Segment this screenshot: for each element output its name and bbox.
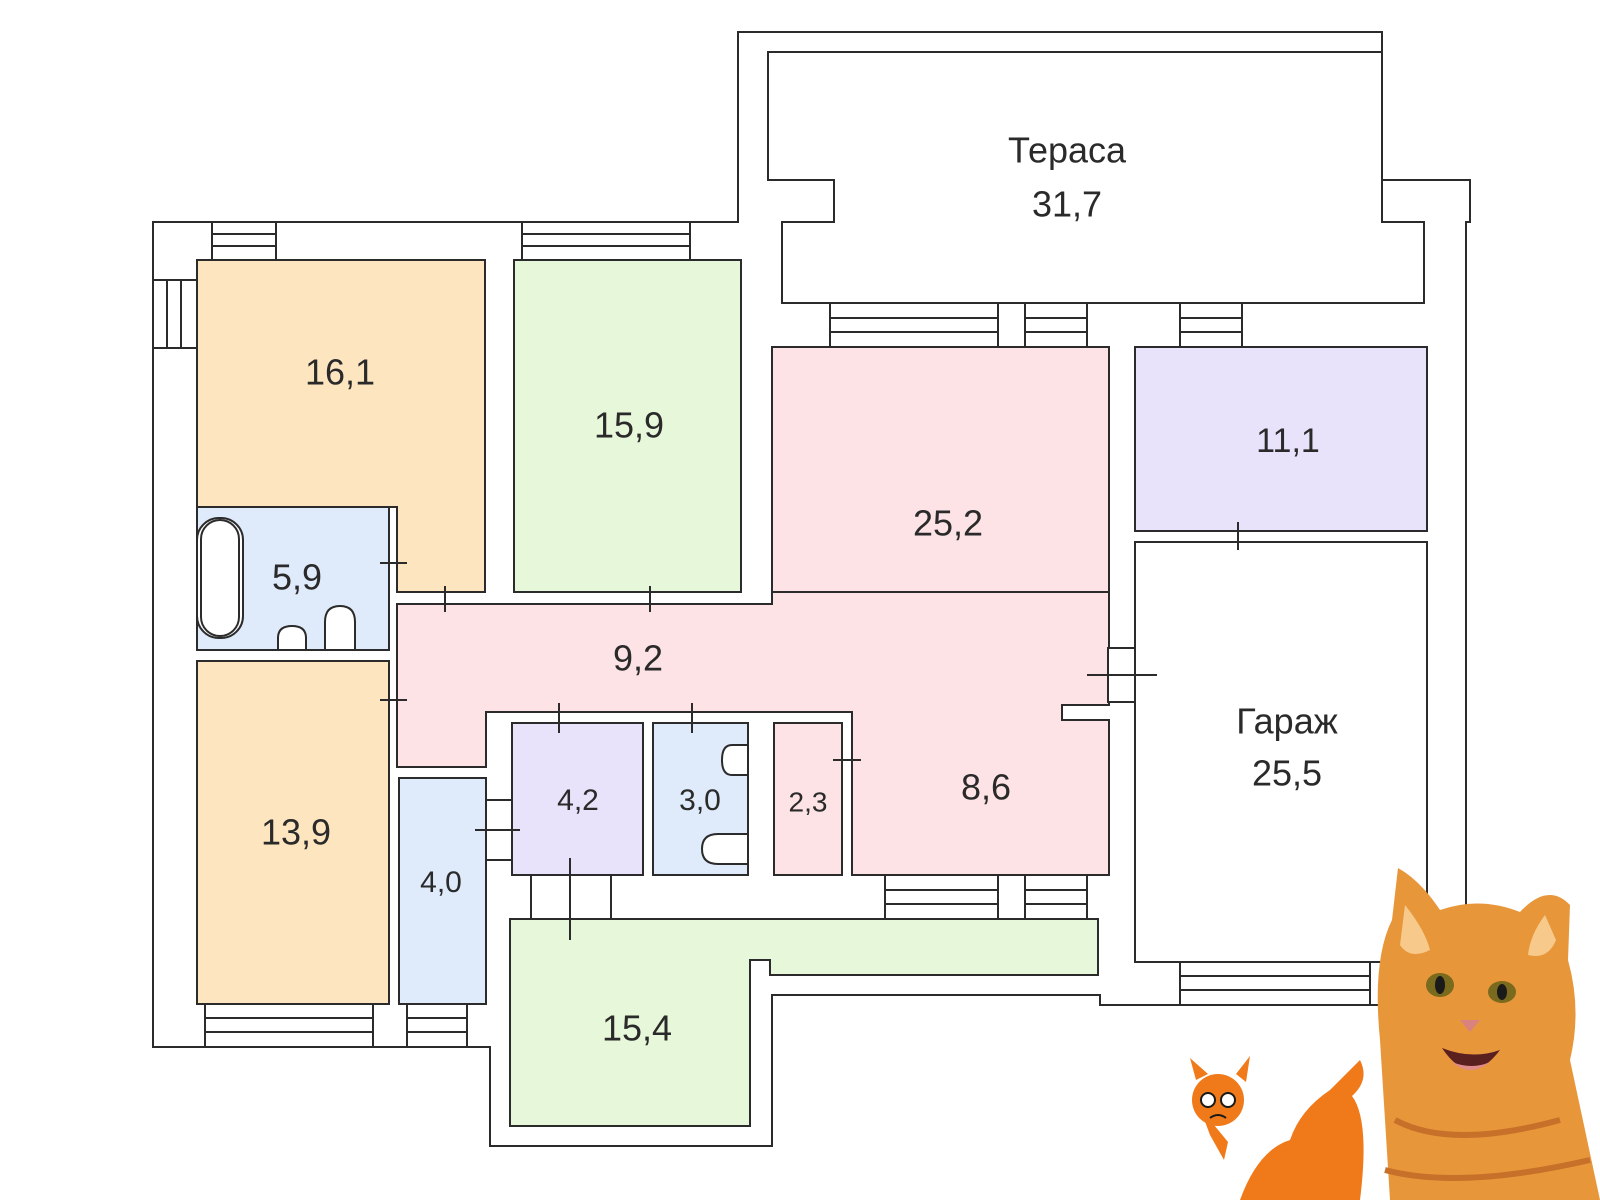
fixtures — [196, 517, 749, 865]
sink-icon — [324, 604, 356, 651]
room-13-9-shape — [196, 660, 390, 1005]
room-15-4-shape — [509, 918, 1099, 1127]
room-15-9-area: 15,9 — [594, 405, 664, 446]
room-4-2-area: 4,2 — [557, 784, 599, 817]
hall-shape — [396, 591, 1110, 876]
room-4-0-shape — [398, 777, 487, 1005]
orange-tabby-cat-photo — [1377, 868, 1600, 1200]
window — [406, 1003, 468, 1048]
room-15-9-shape — [513, 259, 742, 593]
sink-icon — [720, 744, 749, 776]
hall-8-6-area: 8,6 — [961, 767, 1011, 808]
windows — [152, 221, 1371, 1048]
room-4-2-shape — [511, 722, 644, 876]
hall-9-2-area: 9,2 — [613, 638, 663, 679]
labels: Тераса 31,7 16,1 15,9 25,2 11,1 5,9 9,2 … — [261, 130, 1338, 1049]
room-15-4-area: 15,4 — [602, 1008, 672, 1049]
room-2-3-shape — [773, 722, 843, 876]
toilet-icon — [700, 833, 749, 865]
room-25-2-area: 25,2 — [913, 503, 983, 544]
rooms — [196, 259, 1428, 1127]
room-2-3-area: 2,3 — [789, 786, 828, 817]
bath-5-9-area: 5,9 — [272, 557, 322, 598]
room-25-2-shape — [771, 346, 1110, 593]
room-4-0-area: 4,0 — [420, 866, 462, 899]
window — [884, 874, 999, 920]
window — [521, 221, 691, 261]
garage-label: Гараж — [1236, 701, 1338, 742]
window — [1179, 961, 1371, 1006]
garage-shape — [1134, 541, 1428, 963]
room-11-1-shape — [1134, 346, 1428, 532]
room-16-1-area: 16,1 — [305, 352, 375, 393]
window — [152, 279, 198, 349]
garage-area: 25,5 — [1252, 753, 1322, 794]
window — [204, 1003, 374, 1048]
window — [1179, 302, 1243, 348]
terrace-area: 31,7 — [1032, 184, 1102, 225]
room-11-1-area: 11,1 — [1256, 422, 1320, 460]
window — [1024, 874, 1088, 920]
wc-3-0-area: 3,0 — [679, 784, 721, 817]
toilet-icon — [277, 624, 307, 651]
terrace-outline — [767, 51, 1425, 304]
scared-orange-cat-icon — [1190, 1056, 1364, 1200]
window — [829, 302, 999, 348]
terrace-label: Тераса — [1008, 130, 1127, 171]
doors — [380, 522, 1270, 940]
room-13-9-area: 13,9 — [261, 812, 331, 853]
window — [211, 221, 277, 261]
window — [1024, 302, 1088, 348]
